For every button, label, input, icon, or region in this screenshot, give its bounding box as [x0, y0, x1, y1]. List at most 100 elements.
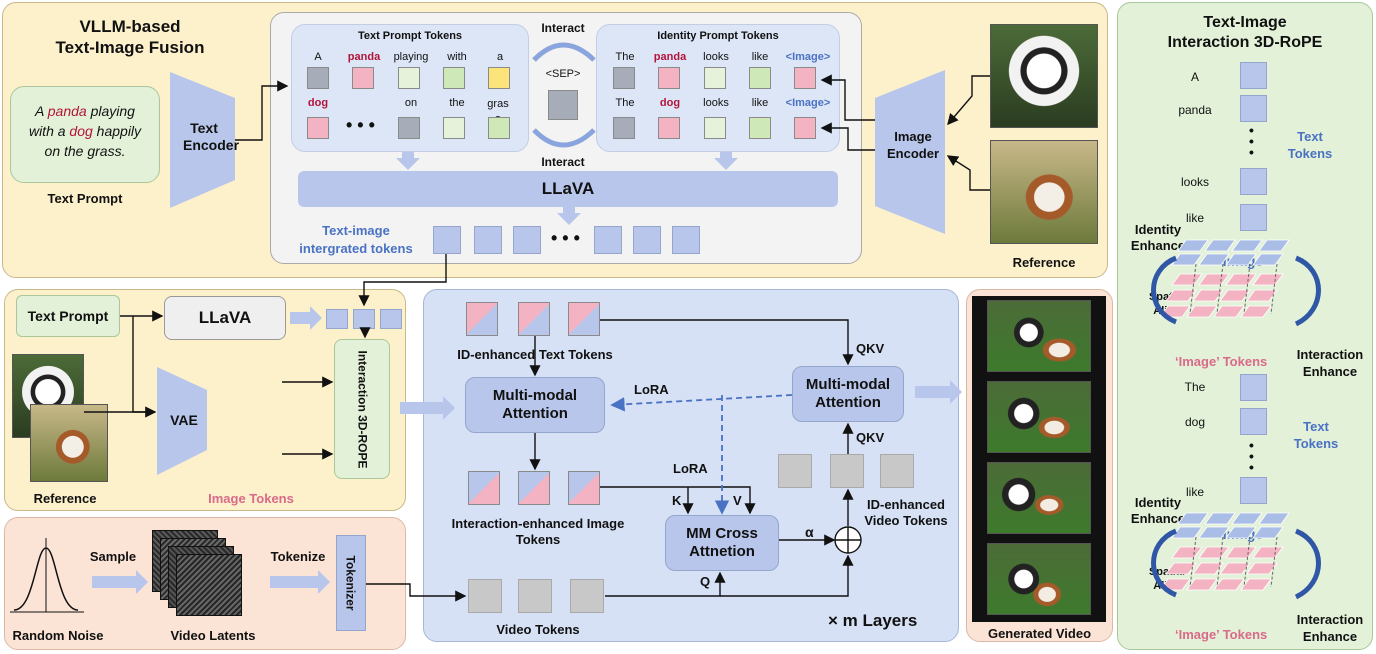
text-token-label-the: the	[449, 97, 465, 109]
rope-id-plane-bottom	[1213, 578, 1245, 591]
id-token-label-panda: panda	[653, 51, 687, 63]
rope-id-plane-top	[1246, 289, 1278, 302]
video-frame	[987, 462, 1091, 534]
spatial-align-line	[1216, 263, 1224, 315]
image-tokens-to-v-arrow	[600, 486, 756, 515]
rope-id-plane-top	[1171, 273, 1203, 286]
text-token-label-a: A	[314, 51, 322, 63]
rope-title-line2: Interaction 3D-RoPE	[1167, 34, 1323, 51]
id-token-label-the2: The	[615, 97, 635, 109]
rope-text-token	[1240, 204, 1267, 231]
rope-text-token	[1240, 408, 1267, 435]
ellipsis: • • •	[346, 115, 375, 135]
video-latents-label: Video Latents	[170, 628, 256, 643]
rope-image-plane-top	[1177, 239, 1209, 252]
tokens-to-llava-arrow	[396, 152, 420, 170]
rope-id-plane-bottom	[1165, 562, 1197, 575]
spatial-align-line	[1270, 536, 1278, 588]
id-token-label-like: like	[751, 51, 769, 63]
lora-top-dashed-arrow	[610, 394, 793, 412]
id-text-to-right-attention-arrow	[600, 319, 854, 366]
text-token-label-playing: playing	[393, 51, 429, 63]
qkv-top-label: QKV	[856, 341, 885, 356]
left-dog-photo	[30, 404, 108, 482]
image-tokens-label: Image Tokens	[208, 491, 294, 506]
rope-id-plane-bottom	[1240, 578, 1272, 591]
fusion-title-line2: Text-Image Fusion	[55, 38, 205, 57]
text-token-label-with: with	[447, 51, 467, 63]
sep-token	[548, 90, 578, 120]
text-token	[398, 117, 420, 139]
rope-image-plane-bottom	[1198, 526, 1230, 539]
id-video-token	[880, 454, 914, 488]
video-frame	[987, 300, 1091, 372]
tokenize-label: Tokenize	[270, 549, 326, 564]
fused-token	[513, 226, 541, 254]
text-token	[443, 117, 465, 139]
rope-id-plane-bottom	[1171, 546, 1203, 559]
video-frame	[987, 381, 1091, 453]
text-encoder-label: Text Encoder	[183, 120, 240, 153]
rope-image-plane-top	[1258, 239, 1290, 252]
noise-to-latents-arrow	[92, 570, 148, 594]
gaussian-axes	[10, 538, 84, 613]
rope-id-plane-top	[1213, 305, 1245, 318]
id-token-label-dog: dog	[659, 97, 681, 109]
fused-token	[474, 226, 502, 254]
sum-plus	[835, 527, 861, 553]
rope-id-plane-top	[1198, 273, 1230, 286]
video-tokens-to-sum-arrow	[720, 554, 854, 597]
tokenizer-box: Tokenizer	[336, 535, 366, 631]
sample-label: Sample	[89, 549, 137, 564]
interact-arc-top	[532, 42, 596, 62]
text-token-label-dog: dog	[307, 97, 329, 109]
interaction-enhance-label-2: Interaction Enhance	[1296, 612, 1364, 644]
v-label: V	[733, 493, 742, 508]
llava-to-tokens-arrow	[290, 306, 322, 330]
interaction-rope-box: Interaction 3D-ROPE	[334, 339, 390, 479]
id-token-label-like2: like	[751, 97, 769, 109]
rope-id-plane-top	[1192, 289, 1224, 302]
rope-text-token	[1240, 477, 1267, 504]
interaction-image-tokens-label: Interaction-enhanced Image Tokens	[451, 516, 625, 547]
interact-top-label: Interact	[541, 21, 585, 35]
rope-image-plane-bottom	[1231, 512, 1263, 525]
id-token	[749, 117, 771, 139]
rope-word-dog: dog	[1184, 415, 1206, 429]
rope-image-plane-bottom	[1258, 512, 1290, 525]
lora-top-label: LoRA	[634, 382, 669, 397]
rope-image-plane-bottom	[1204, 512, 1236, 525]
id-video-tokens-label: ID-enhanced Video Tokens	[864, 497, 948, 528]
encoder-to-tokens-arrow	[235, 80, 289, 141]
fused-token	[594, 226, 622, 254]
rope-to-attention-arrow	[400, 396, 455, 420]
rope-image-plane-bottom	[1177, 512, 1209, 525]
id-video-token	[830, 454, 864, 488]
video-tokens-label: Video Tokens	[496, 622, 580, 637]
prompt-part-1: A	[35, 103, 48, 119]
alpha-label: α	[805, 524, 814, 540]
rope-text-tokens-label: Text Tokens	[1287, 129, 1333, 161]
rope-image-plane-bottom	[1171, 526, 1203, 539]
fusion-title: VLLM-based Text-Image Fusion	[30, 16, 230, 58]
left-llava-box: LLaVA	[164, 296, 286, 340]
prompt-part-5: happily on the grass.	[44, 123, 142, 159]
id-token-label-the: The	[615, 51, 635, 63]
rope-image-plane-top	[1225, 253, 1257, 266]
sep-label: <SEP>	[545, 68, 581, 80]
spatial-align-line	[1243, 536, 1251, 588]
rope-text-token	[1240, 95, 1267, 122]
id-token	[749, 67, 771, 89]
id-token	[658, 117, 680, 139]
identity-enhance-arrow	[1151, 255, 1178, 325]
video-token	[518, 579, 552, 613]
dog-photo	[990, 140, 1098, 244]
spatial-align-line	[1189, 536, 1197, 588]
id-video-token	[778, 454, 812, 488]
lora-bottom-label: LoRA	[673, 461, 708, 476]
fused-token	[633, 226, 661, 254]
tokenizer-to-video-tokens-arrow	[366, 583, 467, 602]
rope-image-plane-top	[1204, 239, 1236, 252]
image-tokens-caption-bottom: ‘Image’ Tokens	[1175, 627, 1268, 642]
